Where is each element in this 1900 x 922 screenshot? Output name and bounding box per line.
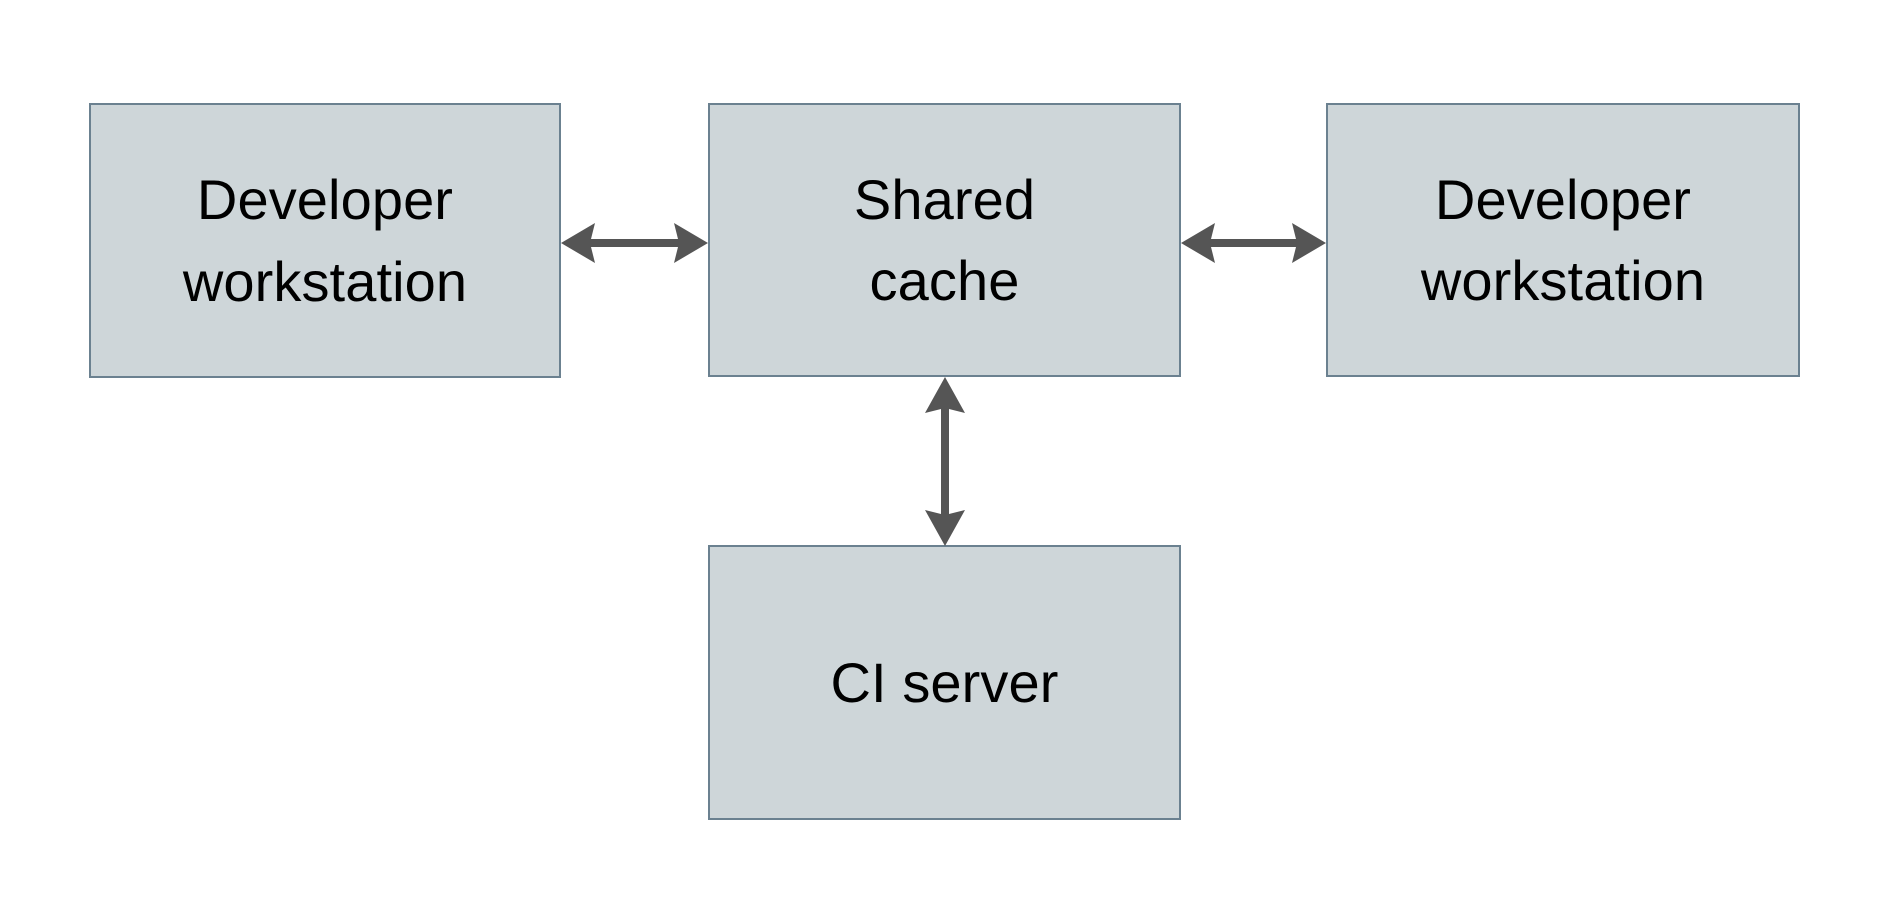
node-label: Developer workstation (182, 168, 468, 313)
edge-shared-cache-to-developer-right[interactable] (1181, 213, 1326, 273)
double-headed-arrow-icon (1181, 223, 1326, 263)
node-ci-server[interactable]: CI server (708, 545, 1181, 820)
edge-developer-left-to-shared-cache[interactable] (561, 213, 708, 273)
double-headed-arrow-icon (561, 223, 708, 263)
node-developer-workstation-left[interactable]: Developer workstation (89, 103, 561, 378)
node-shared-cache[interactable]: Shared cache (708, 103, 1181, 377)
node-label: CI server (830, 650, 1059, 714)
node-label: Developer workstation (1420, 167, 1706, 312)
edge-shared-cache-to-ci-server[interactable] (915, 377, 975, 546)
node-developer-workstation-right[interactable]: Developer workstation (1326, 103, 1800, 377)
double-headed-arrow-icon (925, 377, 965, 546)
node-label: Shared cache (853, 167, 1036, 312)
